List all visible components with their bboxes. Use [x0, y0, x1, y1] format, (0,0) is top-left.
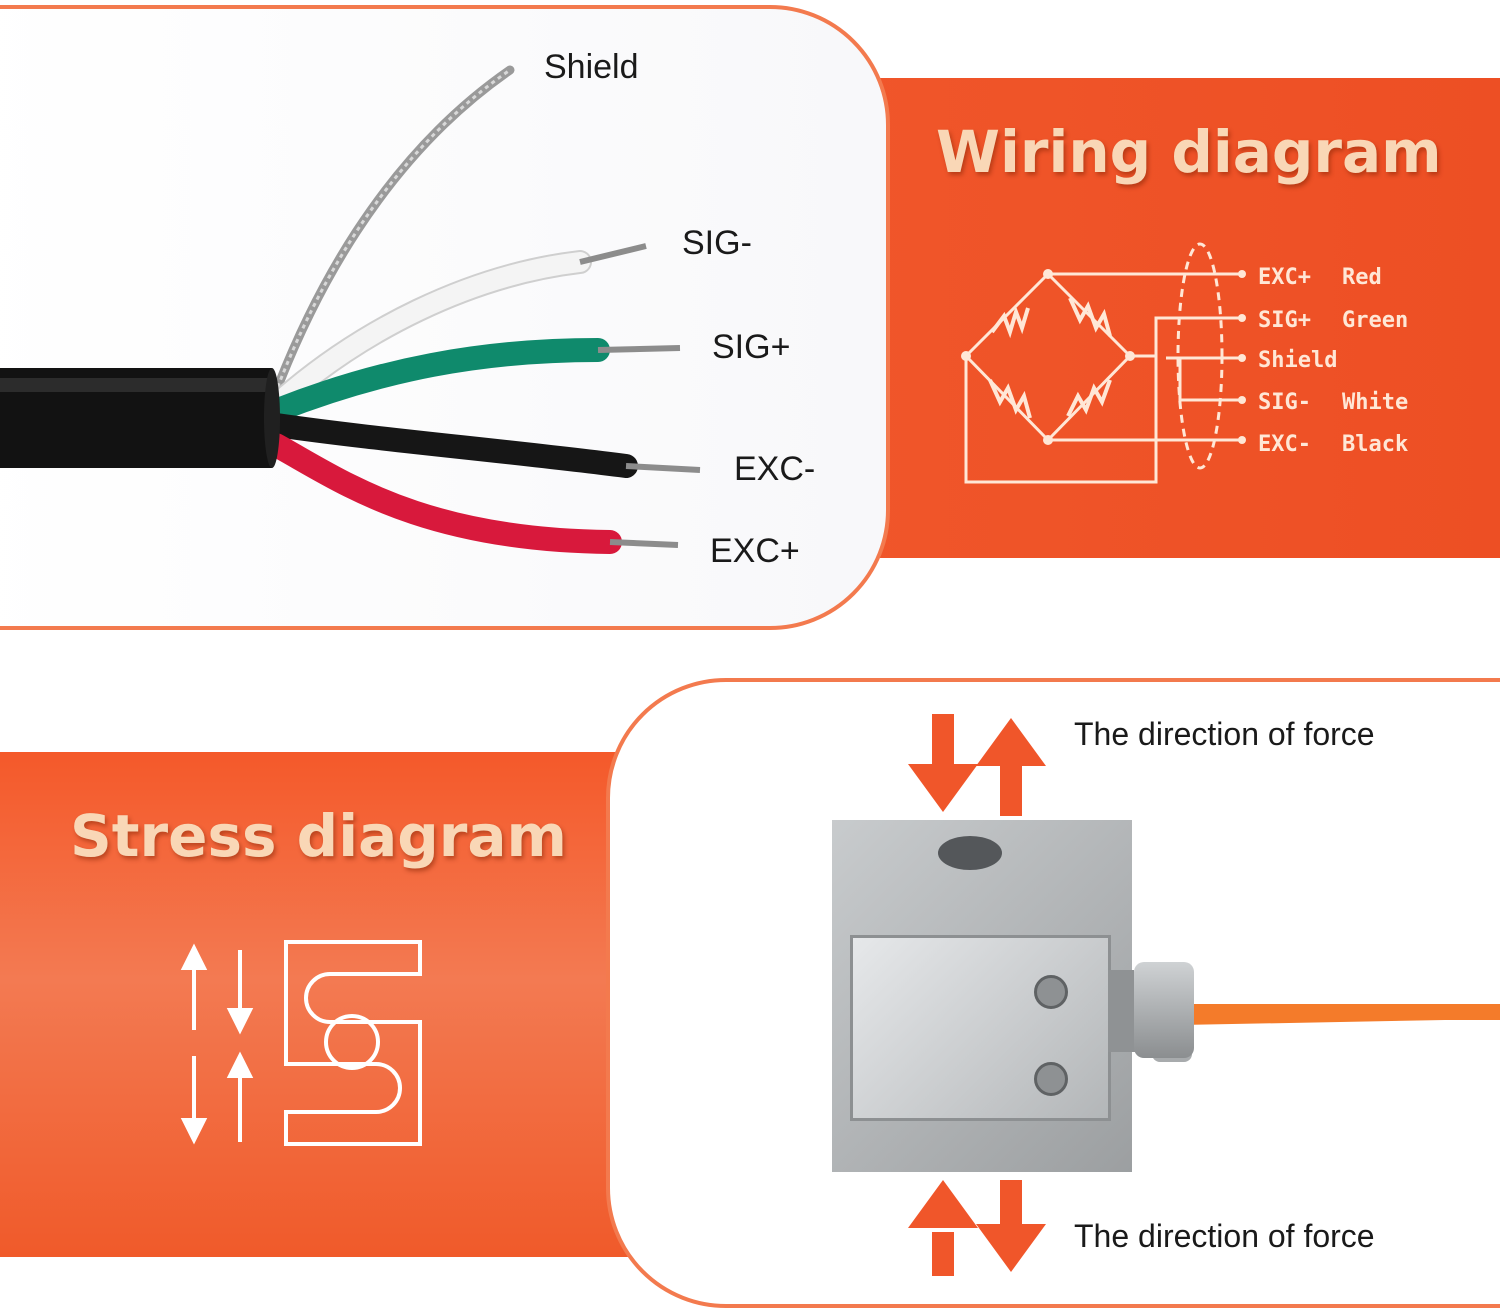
legend-terminal-exc-plus: EXC+	[1258, 265, 1311, 290]
screw-lower	[1034, 1062, 1068, 1096]
cable-gland	[1134, 962, 1194, 1058]
legend-color-green: Green	[1342, 308, 1408, 333]
sig-plus-wire	[266, 338, 610, 422]
screw-upper	[1034, 975, 1068, 1009]
legend-terminal-exc-minus: EXC-	[1258, 432, 1311, 457]
threaded-hole	[938, 836, 1002, 870]
legend-terminal-shield: Shield	[1258, 348, 1337, 373]
stress-diagram-title: Stress diagram	[70, 802, 567, 870]
legend-color-red: Red	[1342, 265, 1382, 290]
sensor-front-plate	[850, 935, 1111, 1121]
exc-minus-wire	[264, 413, 638, 478]
legend-color-white: White	[1342, 390, 1408, 415]
exc-minus-label: EXC-	[734, 450, 816, 488]
shield-label: Shield	[544, 48, 639, 86]
orange-cable	[1194, 1004, 1500, 1020]
sig-minus-label: SIG-	[682, 224, 752, 262]
legend-terminal-sig-minus: SIG-	[1258, 390, 1311, 415]
force-arrows-bottom	[908, 1180, 1046, 1276]
legend-color-black: Black	[1342, 432, 1408, 457]
wiring-diagram-title: Wiring diagram	[936, 118, 1442, 186]
legend-terminal-sig-plus: SIG+	[1258, 308, 1311, 333]
force-arrows-top	[908, 714, 1046, 816]
cable-nut	[1108, 970, 1134, 1052]
exc-plus-label: EXC+	[710, 532, 800, 570]
exc-plus-wire	[264, 433, 622, 554]
sig-plus-label: SIG+	[712, 328, 791, 366]
wiring-legend: EXC+ Red SIG+ Green Shield SIG- White EX…	[1258, 265, 1408, 457]
bridge-schematic	[961, 242, 1246, 484]
shield-wire	[267, 65, 515, 407]
cable-illustration	[0, 65, 701, 554]
force-direction-label-top: The direction of force	[1074, 716, 1375, 752]
s-beam-schematic	[180, 940, 422, 1146]
force-direction-label-bottom: The direction of force	[1074, 1218, 1375, 1254]
